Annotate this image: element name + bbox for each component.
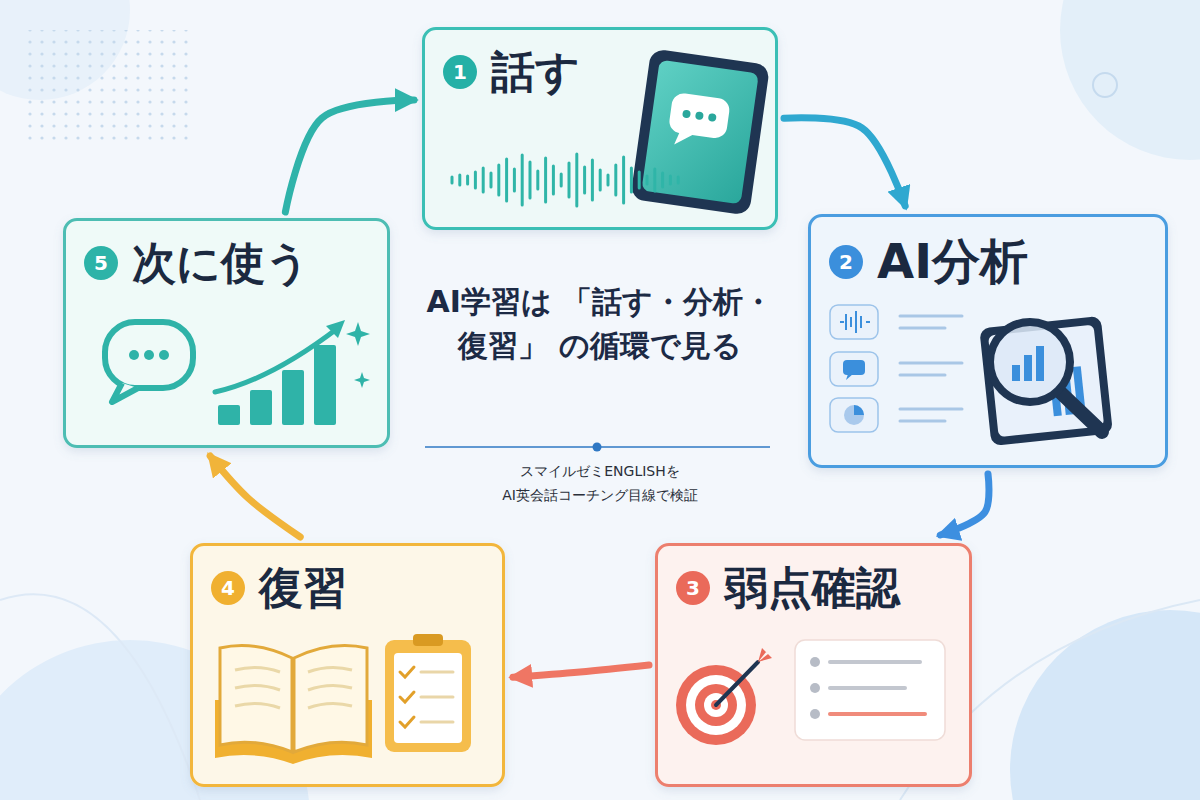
step-number: 1 [443,55,477,89]
cycle-arrow [210,456,300,537]
diagram-title: AI学習は 「話す・分析・復習」 の循環で見る [420,280,780,367]
ring [1093,73,1117,97]
wave-stroke [560,174,563,186]
cycle-arrow [784,118,905,206]
wave-stroke [521,155,524,205]
wave-stroke [575,154,578,206]
process-box: 5 次に使う [63,218,390,448]
wave-stroke [505,159,508,201]
wave-stroke [458,175,461,185]
wave-stroke [614,165,617,195]
box-fill [655,543,972,787]
wave-stroke [568,163,571,197]
wave-stroke [451,177,454,183]
box-fill [808,214,1168,468]
blob [1010,610,1200,800]
process-box: 1 話す [422,27,778,230]
wave-stroke [646,176,649,184]
blob [1060,0,1200,160]
wave-stroke [474,172,477,188]
tablet-icon [630,48,770,215]
box-header: 4 復習 [211,562,347,615]
wave-stroke [669,176,672,184]
wave-stroke [630,168,633,192]
cycle-arrow [285,100,414,212]
wave-stroke [466,176,469,184]
step-label: 弱点確認 [724,562,900,615]
box-header: 1 話す [443,46,580,99]
wave-stroke [482,168,485,192]
wave-stroke [497,165,500,195]
wave-stroke [653,169,656,191]
book-icon [215,646,372,764]
step-number: 3 [676,571,710,605]
step-label: 話す [491,46,580,99]
box-fill [63,218,390,448]
wave-stroke [583,167,586,193]
diagram-caption: スマイルゼミENGLISHを AI英会話コーチング目線で検証 [455,460,745,508]
wave-stroke [529,162,532,198]
report-tablet [979,316,1113,446]
step-number: 2 [829,245,863,279]
dot-grid [22,30,192,140]
box-fill [422,27,778,230]
divider-dot [593,443,602,452]
box-header: 5 次に使う [84,237,310,290]
wave-stroke [622,157,625,203]
target-icon [676,648,772,745]
wave-stroke [599,170,602,190]
step-label: 次に使う [132,237,310,290]
wave-stroke [638,172,641,188]
magnifier-icon [990,322,1102,432]
growth-chart [215,320,370,425]
chat-icon [105,322,193,402]
step-number: 4 [211,571,245,605]
step-label: 復習 [259,562,347,615]
wave-stroke [490,173,493,187]
wave-stroke [591,160,594,200]
process-box: 2 AI分析 [808,214,1168,468]
step-number: 5 [84,246,118,280]
box-header: 3 弱点確認 [676,562,900,615]
wave-stroke [661,173,664,187]
checklist-icon [385,634,471,752]
wave-stroke [677,177,680,183]
analysis-chips [830,305,962,432]
wave-line [0,594,200,800]
wave-stroke [607,175,610,185]
list-card [795,640,945,740]
process-box: 3 弱点確認 [655,543,972,787]
waveform-icon [452,154,678,206]
step-label: AI分析 [877,233,1028,291]
box-header: 2 AI分析 [829,233,1028,291]
cycle-arrow [940,474,989,535]
wave-stroke [513,169,516,191]
cycle-arrow [513,665,649,677]
wave-stroke [536,171,539,189]
box-fill [190,543,505,787]
wave-stroke [552,166,555,194]
process-box: 4 復習 [190,543,505,787]
wave-stroke [544,158,547,202]
